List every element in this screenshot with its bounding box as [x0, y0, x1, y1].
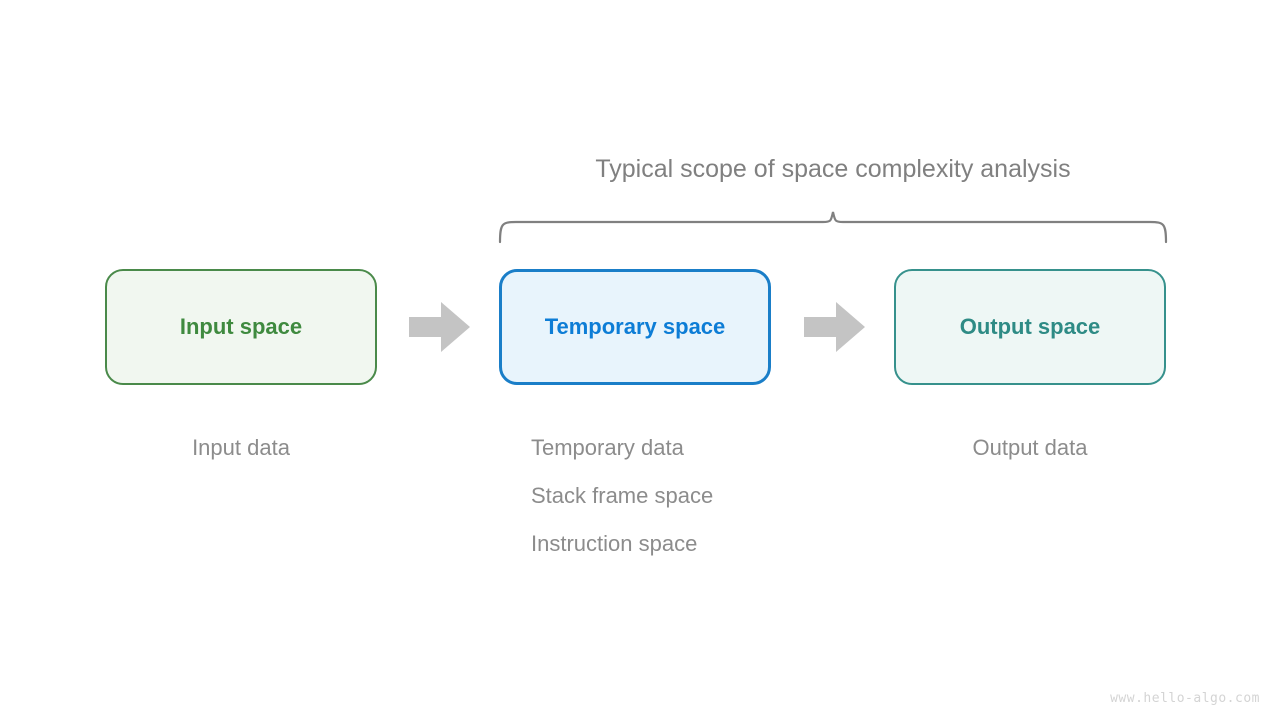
scope-title: Typical scope of space complexity analys… [595, 155, 1071, 183]
temporary-caption-line-1: Temporary data [531, 435, 684, 460]
watermark: www.hello-algo.com [1110, 691, 1260, 706]
output-caption-line: Output data [972, 435, 1088, 460]
output-space-label: Output space [959, 314, 1101, 339]
temporary-caption-group: Temporary data Stack frame space Instruc… [531, 424, 911, 568]
output-caption-group: Output data [894, 424, 1166, 472]
input-space-box[interactable]: Input space [105, 269, 377, 385]
arrow-right-icon-1 [409, 302, 470, 352]
input-caption-group: Input data [105, 424, 377, 472]
temporary-caption-line-3: Instruction space [531, 531, 698, 556]
output-space-box[interactable]: Output space [894, 269, 1166, 385]
temporary-space-box[interactable]: Temporary space [499, 269, 771, 385]
input-caption-line: Input data [192, 435, 290, 460]
scope-brace-icon [498, 211, 1168, 244]
input-space-label: Input space [179, 314, 303, 339]
temporary-space-label: Temporary space [544, 314, 726, 339]
temporary-caption-line-2: Stack frame space [531, 483, 714, 508]
arrow-right-icon-2 [804, 302, 865, 352]
